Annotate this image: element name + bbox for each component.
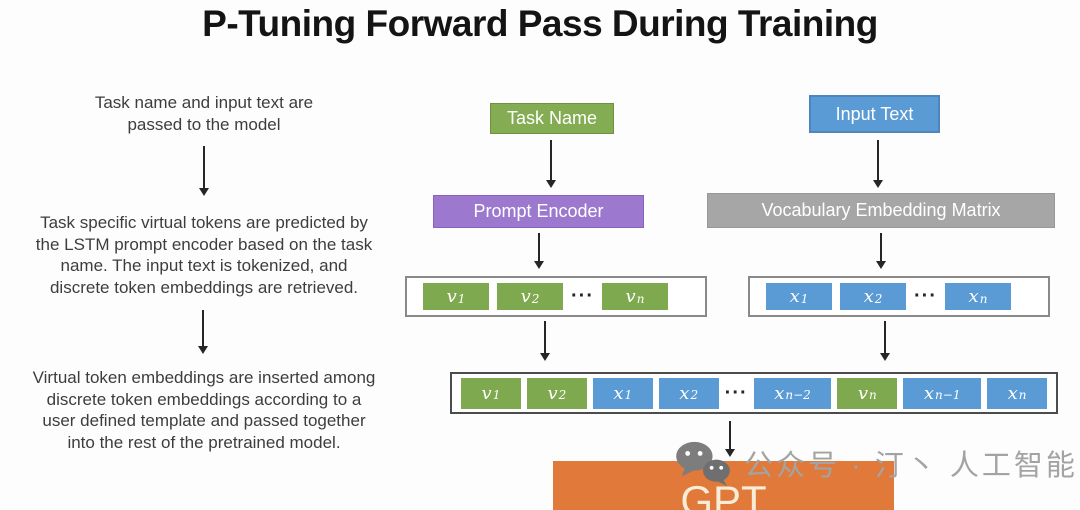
vocabulary-embedding-matrix-node: Vocabulary Embedding Matrix: [707, 193, 1055, 228]
annotation-step3: Virtual token embeddings are inserted am…: [32, 368, 376, 452]
arrow-head: [873, 180, 883, 188]
arrow-line: [877, 140, 879, 181]
arrow-head: [880, 353, 890, 361]
arrow-down-icon: [534, 233, 544, 269]
arrow-line: [550, 140, 552, 181]
arrow-line: [202, 310, 204, 347]
watermark: 公众号 · 汀丶 人工智能: [672, 440, 1078, 486]
arrow-line: [880, 233, 882, 262]
arrow-down-icon: [546, 140, 556, 188]
arrow-down-icon: [876, 233, 886, 269]
arrow-head: [199, 188, 209, 196]
annotation-step1: Task name and input text are passed to t…: [94, 93, 314, 134]
arrow-down-icon: [873, 140, 883, 188]
arrow-down-icon: [198, 310, 208, 354]
arrow-down-icon: [540, 321, 550, 361]
input-text-node: Input Text: [809, 95, 940, 133]
ellipsis: ···: [571, 285, 594, 307]
ellipsis: ···: [724, 381, 748, 404]
arrow-head: [540, 353, 550, 361]
annotation-step2: Task specific virtual tokens are predict…: [35, 213, 373, 297]
arrow-line: [538, 233, 540, 262]
arrow-line: [729, 421, 731, 450]
arrow-head: [876, 261, 886, 269]
arrow-line: [203, 146, 205, 189]
page-title: P-Tuning Forward Pass During Training: [202, 3, 878, 44]
arrow-down-icon: [199, 146, 209, 196]
task-name-node: Task Name: [490, 103, 614, 134]
arrow-head: [534, 261, 544, 269]
prompt-encoder-node: Prompt Encoder: [433, 195, 644, 228]
arrow-line: [544, 321, 546, 354]
watermark-text: 公众号 · 汀丶 人工智能: [744, 450, 1078, 482]
arrow-head: [546, 180, 556, 188]
arrow-down-icon: [725, 421, 735, 457]
wechat-icon: [676, 441, 730, 486]
arrow-down-icon: [880, 321, 890, 361]
ellipsis: ···: [914, 285, 937, 307]
arrow-line: [884, 321, 886, 354]
arrow-head: [198, 346, 208, 354]
arrow-head: [725, 449, 735, 457]
